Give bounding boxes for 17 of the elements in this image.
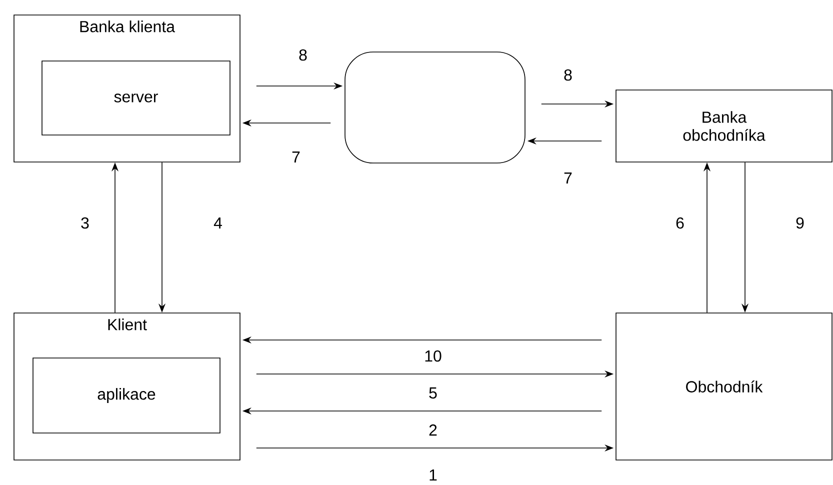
edge-label: 7 [562,172,574,184]
edge-label: 7 [290,150,302,164]
edge-label: 10 [423,349,443,363]
edge-label: 4 [212,216,224,230]
process-box: Obchodník [616,312,832,460]
edge-label: 6 [674,216,686,230]
edge-label: 3 [80,216,90,230]
edge-label: 8 [562,68,574,82]
edge-label: 8 [298,48,308,62]
edge-label: 2 [428,423,438,437]
edge-label: 5 [428,386,438,400]
rounded-box [344,52,526,164]
process-box: Banka obchodníka [616,90,832,162]
process-box: server [42,60,230,136]
edge-label: 1 [428,468,438,482]
process-box: aplikace [32,358,220,434]
edge-label: 9 [794,216,806,230]
